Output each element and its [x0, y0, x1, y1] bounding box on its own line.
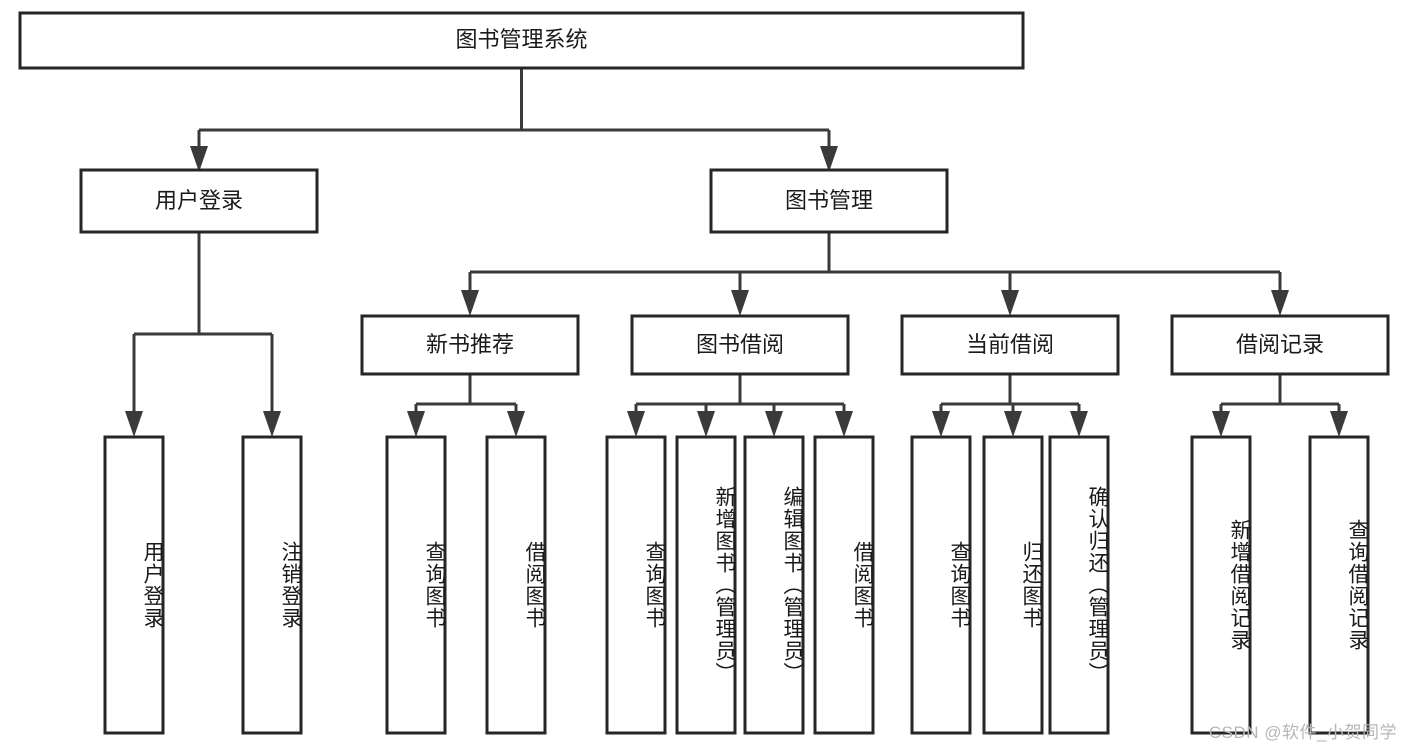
node-label-level3-1: 图书借阅	[696, 332, 784, 357]
arrowhead-user-login	[190, 146, 208, 172]
node-box-leaf-3[interactable]	[485, 435, 547, 735]
node-box-leaf-2[interactable]	[385, 435, 447, 735]
node-box-level3-3[interactable]	[1170, 314, 1390, 376]
node-box-leaf-4[interactable]	[605, 435, 667, 735]
arrowhead-leaf-query-book-3	[932, 411, 950, 437]
node-label-level3-0: 新书推荐	[426, 332, 514, 357]
arrowhead-new-book-rec	[461, 290, 479, 316]
node-box-level2-1[interactable]	[709, 168, 949, 234]
arrowhead-leaf-borrow-book-2	[835, 411, 853, 437]
arrowhead-leaf-query-book-1	[407, 411, 425, 437]
arrowhead-leaf-edit-book	[765, 411, 783, 437]
node-box-leaf-10[interactable]	[1048, 435, 1110, 735]
arrowhead-leaf-return-book	[1004, 411, 1022, 437]
node-box-leaf-5[interactable]	[675, 435, 737, 735]
node-box-leaf-0[interactable]	[103, 435, 165, 735]
node-label-level2-0: 用户登录	[155, 188, 243, 213]
node-box-root[interactable]	[18, 11, 1025, 70]
node-box-leaf-6[interactable]	[743, 435, 805, 735]
arrowhead-leaf-borrow-book-1	[507, 411, 525, 437]
arrowhead-book-mgmt	[820, 146, 838, 172]
node-label-level2-1: 图书管理	[785, 188, 873, 213]
arrowhead-book-borrow	[731, 290, 749, 316]
arrowhead-leaf-user-login	[125, 411, 143, 437]
node-box-leaf-8[interactable]	[910, 435, 972, 735]
connector-group-new-book-rec	[407, 374, 525, 437]
node-box-leaf-12[interactable]	[1308, 435, 1370, 735]
node-box-level2-0[interactable]	[79, 168, 319, 234]
connector-group-user-login	[125, 232, 281, 437]
connector-group-borrow-record	[1212, 374, 1348, 437]
node-box-level3-0[interactable]	[360, 314, 580, 376]
arrowhead-leaf-add-record	[1212, 411, 1230, 437]
watermark: CSDN @软件_小贺同学	[1208, 723, 1397, 742]
node-box-level3-1[interactable]	[630, 314, 850, 376]
node-label-root: 图书管理系统	[455, 27, 587, 52]
node-box-leaf-7[interactable]	[813, 435, 875, 735]
arrowhead-leaf-query-book-2	[627, 411, 645, 437]
arrowhead-leaf-confirm-return	[1070, 411, 1088, 437]
connector-group-book-mgmt	[461, 232, 1289, 316]
connector-group-root	[190, 68, 838, 172]
connector-group-book-borrow	[627, 374, 853, 437]
arrowhead-leaf-query-record	[1330, 411, 1348, 437]
arrowhead-leaf-logout	[263, 411, 281, 437]
node-label-level3-3: 借阅记录	[1236, 332, 1324, 357]
arrowhead-current-borrow	[1001, 290, 1019, 316]
node-box-leaf-1[interactable]	[241, 435, 303, 735]
arrowhead-borrow-record	[1271, 290, 1289, 316]
arrowhead-leaf-add-book	[697, 411, 715, 437]
node-box-leaf-9[interactable]	[982, 435, 1044, 735]
node-box-level3-2[interactable]	[900, 314, 1120, 376]
node-box-leaf-11[interactable]	[1190, 435, 1252, 735]
node-label-level3-2: 当前借阅	[966, 332, 1054, 357]
connector-group-current-borrow	[932, 374, 1088, 437]
